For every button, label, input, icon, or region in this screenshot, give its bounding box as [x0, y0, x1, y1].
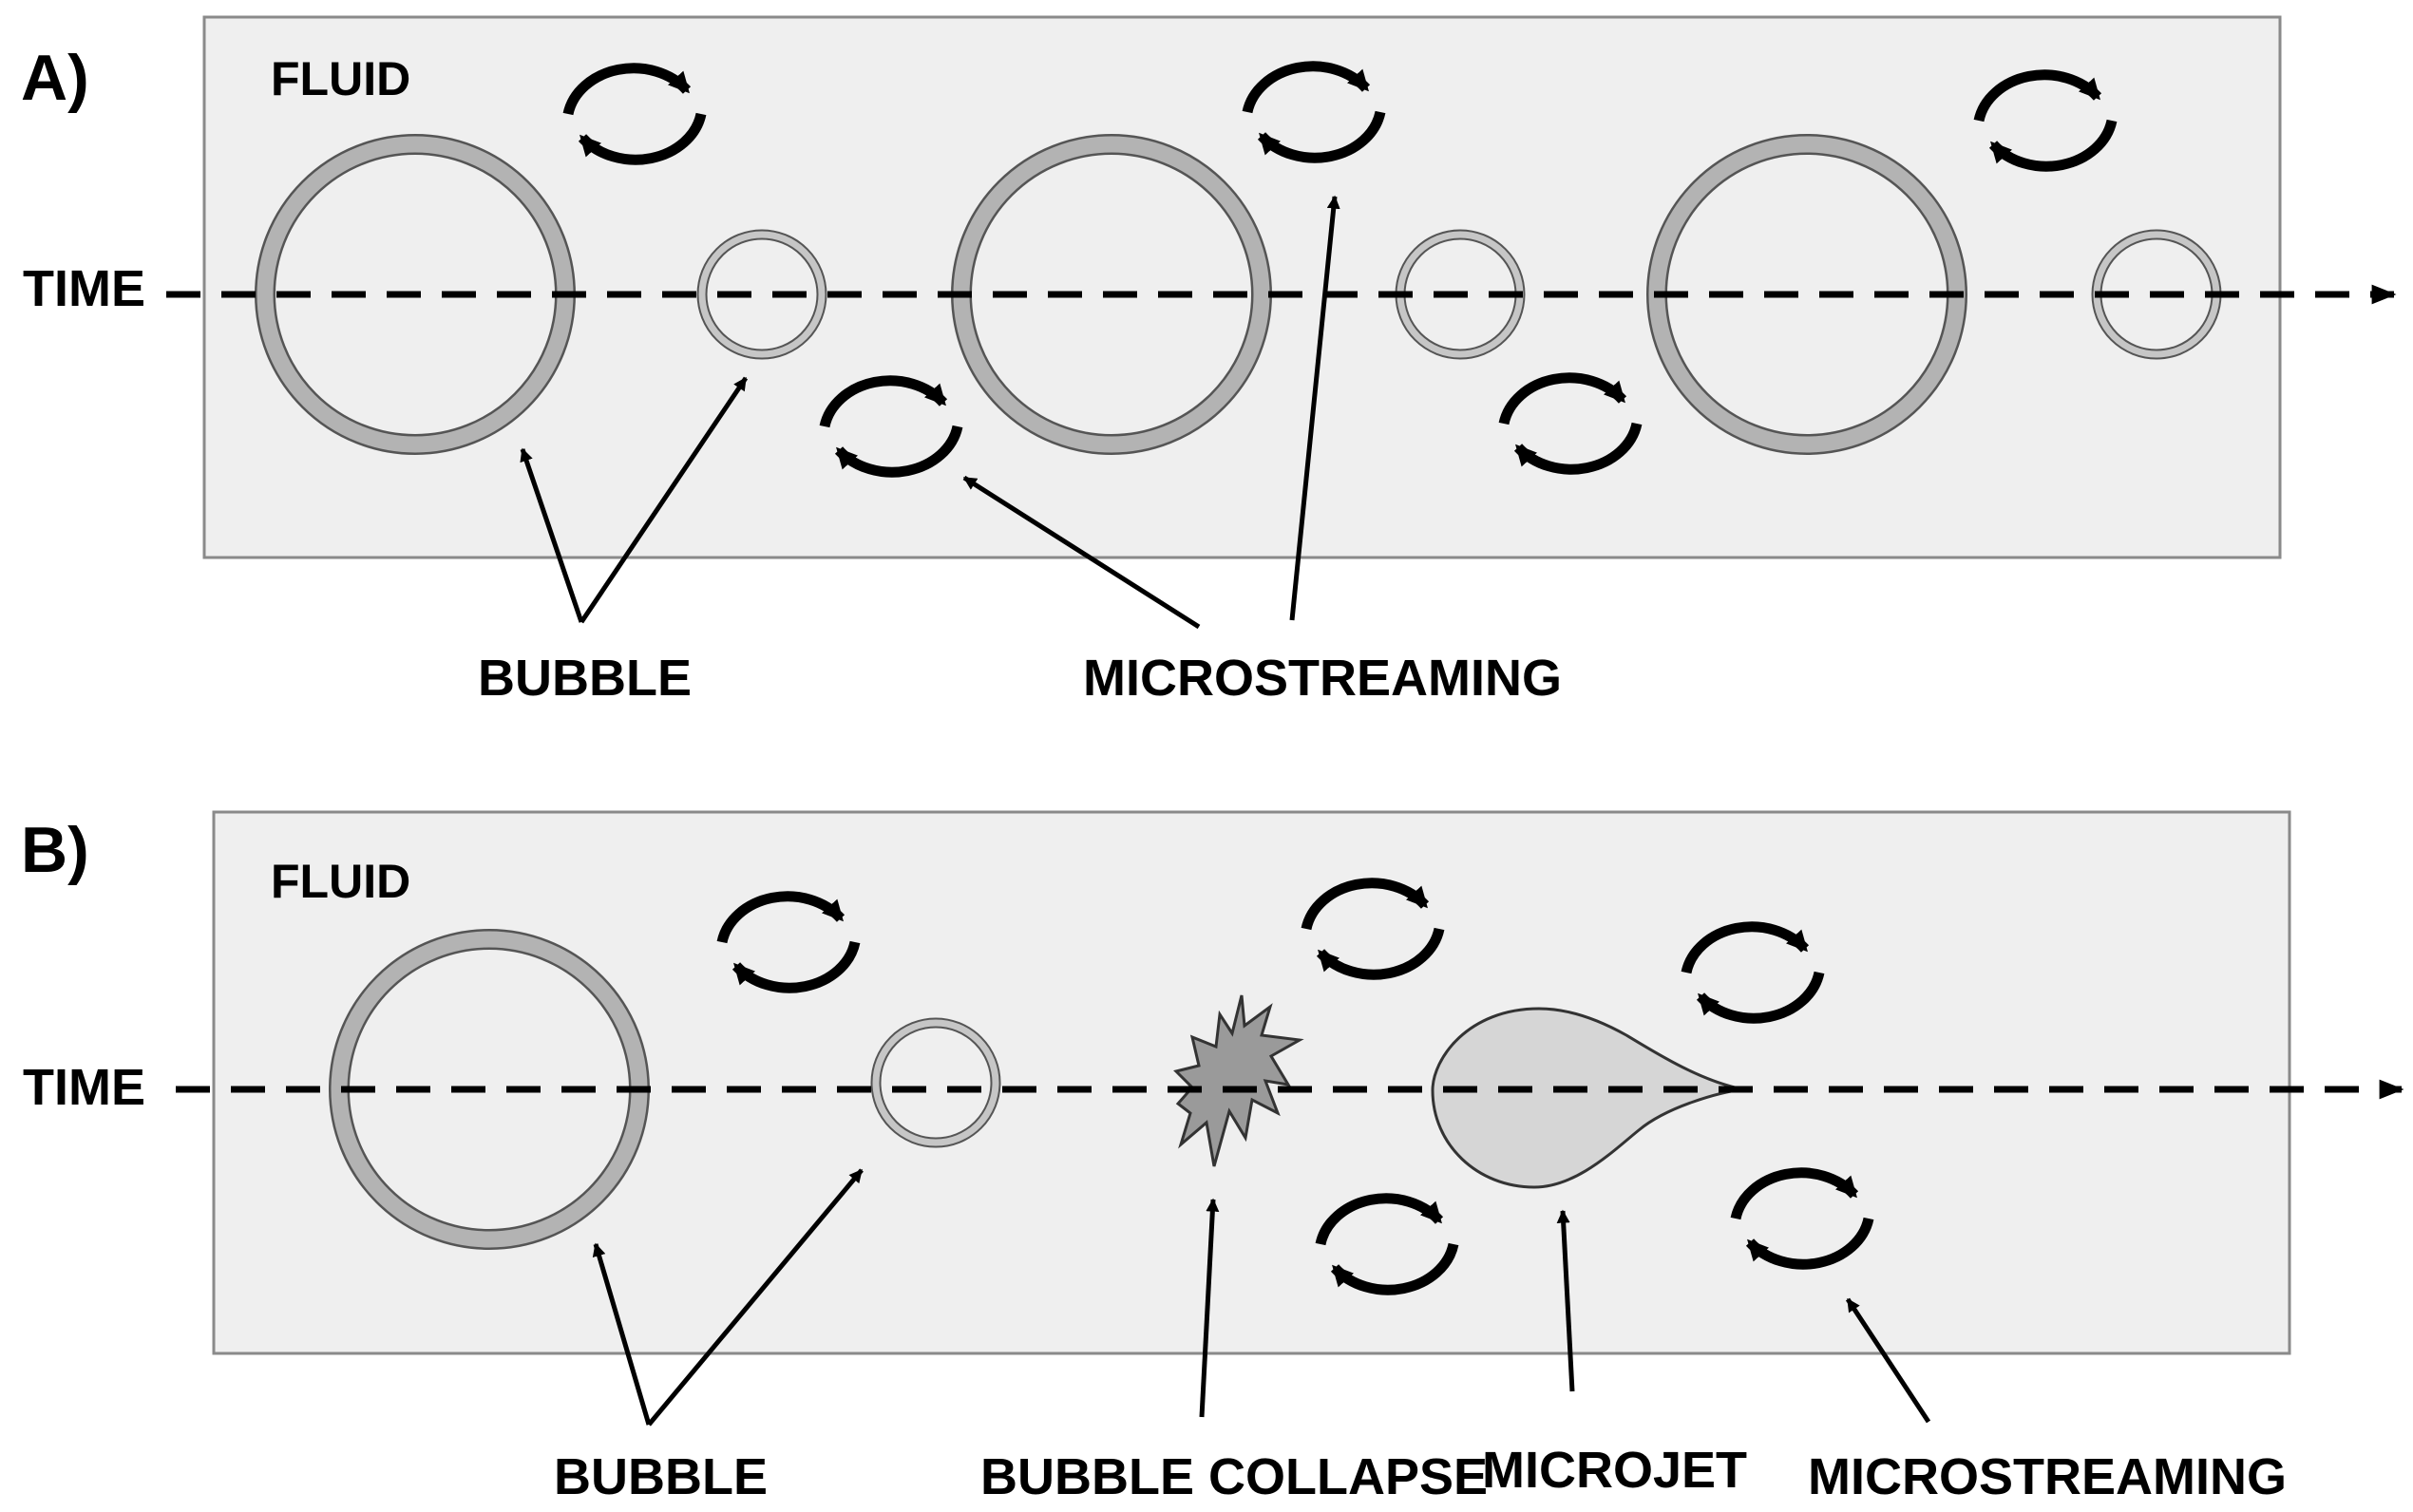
time-label-a: TIME [23, 260, 145, 317]
fluid-box-a [202, 15, 2282, 559]
callout-microstreaming-a: MICROSTREAMING [1083, 650, 1562, 707]
callout-arrows-a [520, 195, 1340, 630]
callout-microstreaming-b: MICROSTREAMING [1808, 1448, 2287, 1505]
bubble-small-b1 [870, 1017, 1001, 1148]
panel-a-label: A) [21, 42, 89, 114]
fluid-label-a: FLUID [271, 52, 410, 105]
teardrop-jet [1431, 1007, 1744, 1189]
callout-microjet-b: MICROJET [1482, 1442, 1747, 1499]
callout-arrows-b [592, 1168, 1931, 1427]
callout-bubble-a: BUBBLE [478, 650, 692, 707]
time-label-b: TIME [23, 1059, 145, 1116]
fluid-label-b: FLUID [271, 855, 410, 908]
callout-bubble-b: BUBBLE [554, 1448, 768, 1505]
starburst-icon [1173, 994, 1304, 1167]
panel-a: A) FLUID TIME [21, 15, 2397, 707]
panel-b: B) FLUID TIME BUBBLE BUBBLE COLLAPSE [21, 810, 2404, 1505]
bubble-small-a1 [696, 229, 827, 360]
panel-b-label: B) [21, 814, 89, 886]
callout-bubble-collapse-b: BUBBLE COLLAPSE [980, 1448, 1488, 1505]
